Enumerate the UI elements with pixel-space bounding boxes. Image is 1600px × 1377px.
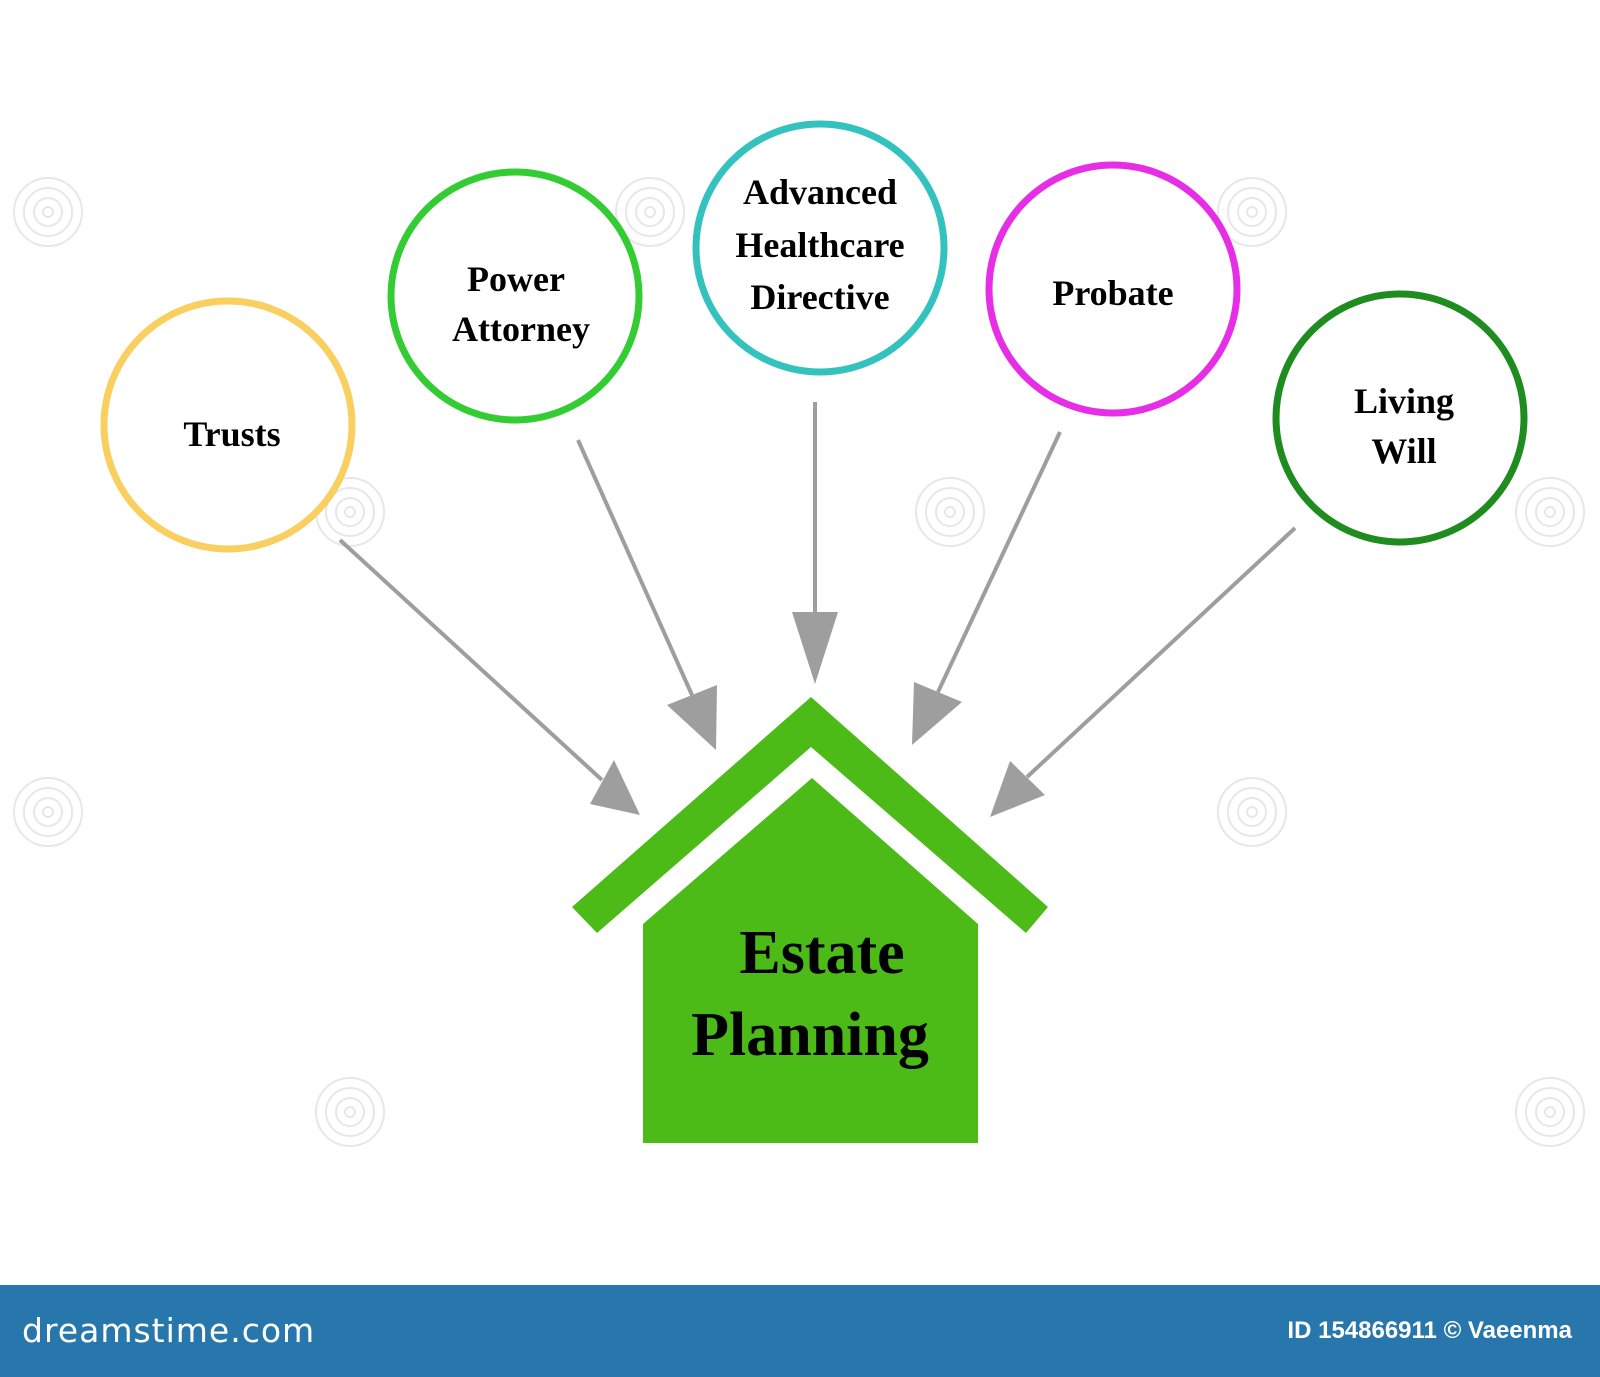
arrow-probate bbox=[912, 431, 1062, 745]
node-circle bbox=[387, 168, 643, 424]
watermark-spiral-icon bbox=[615, 177, 685, 247]
node-advanced-healthcare-directive: Advanced Healthcare Directive bbox=[692, 120, 948, 376]
watermark-spiral-icon bbox=[1217, 777, 1287, 847]
house-icon: Estate Planning bbox=[572, 697, 1048, 1143]
node-label-line: Attorney bbox=[452, 309, 590, 349]
watermark-spiral-icon bbox=[1217, 177, 1287, 247]
house-roof bbox=[572, 697, 1048, 933]
node-label-line: Advanced bbox=[743, 172, 897, 212]
watermark-spiral-icon bbox=[13, 777, 83, 847]
arrow-trusts bbox=[338, 538, 640, 815]
node-label-line: Will bbox=[1371, 431, 1436, 471]
arrow-advanced-healthcare-directive bbox=[792, 402, 838, 684]
watermark-spiral-icon bbox=[1515, 1077, 1585, 1147]
arrow-living-will bbox=[990, 526, 1297, 817]
arrow-power-attorney bbox=[576, 439, 717, 750]
watermark-spiral-icon bbox=[13, 177, 83, 247]
footer-image-id: ID 154866911 © Vaeenma bbox=[1287, 1317, 1572, 1344]
node-label-line: Trusts bbox=[183, 414, 280, 454]
node-label-line: Directive bbox=[750, 277, 889, 317]
node-living-will: Living Will bbox=[1272, 290, 1528, 546]
node-probate: Probate bbox=[985, 161, 1241, 417]
node-label-line: Healthcare bbox=[735, 225, 904, 265]
node-label-line: Probate bbox=[1052, 273, 1173, 313]
watermark bbox=[13, 177, 1585, 1147]
node-circle bbox=[100, 297, 356, 553]
footer-brand-logo[interactable]: dreamstime.com bbox=[22, 1311, 316, 1350]
node-label-line: Living bbox=[1354, 381, 1454, 421]
house-body bbox=[643, 778, 978, 1143]
node-circle bbox=[692, 120, 948, 376]
arrows bbox=[338, 402, 1297, 817]
watermark-spiral-icon bbox=[915, 477, 985, 547]
node-circle bbox=[1272, 290, 1528, 546]
node-label-line: Power bbox=[467, 259, 565, 299]
estate-planning-diagram: Trusts Power Attorney Advanced Healthcar… bbox=[13, 120, 1585, 1147]
node-circle bbox=[985, 161, 1241, 417]
node-power-attorney: Power Attorney bbox=[387, 168, 643, 424]
node-trusts: Trusts bbox=[100, 297, 356, 553]
watermark-spiral-icon bbox=[315, 1077, 385, 1147]
watermark-spiral-icon bbox=[1515, 477, 1585, 547]
house-label-line1: Estate bbox=[739, 919, 904, 987]
footer-bar: dreamstime.com ID 154866911 © Vaeenma bbox=[0, 1285, 1600, 1377]
house-label-line2: Planning bbox=[691, 1001, 929, 1069]
